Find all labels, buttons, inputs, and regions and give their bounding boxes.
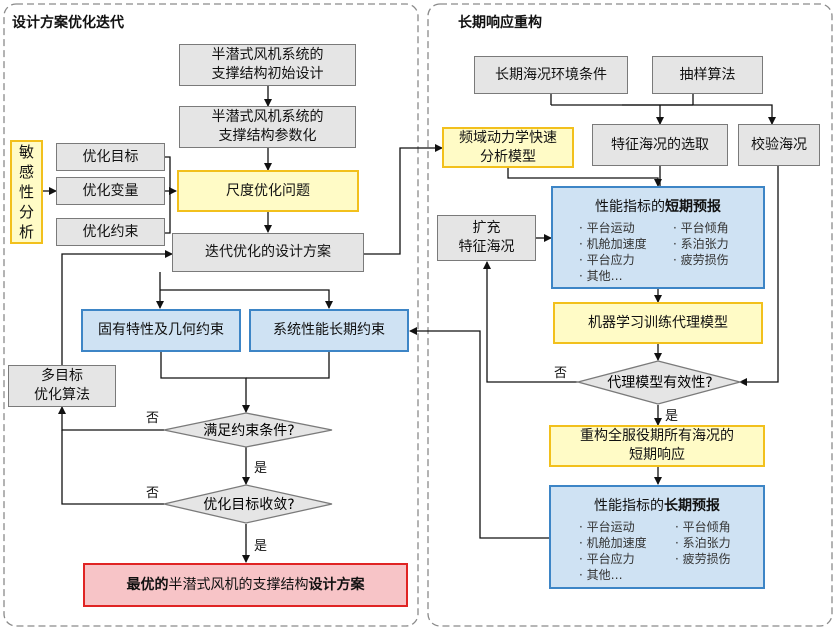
list-item: 其他… <box>579 567 647 583</box>
parametrize-line-1: 半潜式风机系统的 <box>211 109 324 125</box>
no-label-validity: 否 <box>554 366 568 381</box>
list-item: 机舱加速度 <box>579 236 647 252</box>
validation-box: 校验海况 <box>738 124 820 166</box>
multi-objective-box: 多目标 优化算法 <box>8 365 116 407</box>
short-term-forecast-box: 性能指标的短期预报 平台运动 机舱加速度 平台应力 其他… 平台倾角 系泊张力 … <box>551 186 765 289</box>
list-item: 其他… <box>579 268 647 284</box>
list-item: 平台倾角 <box>673 220 729 236</box>
short-term-list-1: 平台运动 机舱加速度 平台应力 其他… <box>579 220 647 284</box>
parametrize-box: 半潜式风机系统的 支撑结构参数化 <box>179 106 356 148</box>
long-term-list-1: 平台运动 机舱加速度 平台应力 其他… <box>579 519 647 583</box>
env-conditions-box: 长期海况环境条件 <box>474 56 628 94</box>
sensitivity-char-3: 性 <box>18 183 34 201</box>
variable-box: 优化变量 <box>56 177 165 205</box>
longterm-constraint-box: 系统性能长期约束 <box>249 309 409 352</box>
sizing-problem-box: 尺度优化问题 <box>177 170 359 212</box>
decision-converge-label: 优化目标收敛? <box>203 497 294 513</box>
left-section-frame <box>3 3 419 627</box>
sensitivity-analysis-box: 敏 感 性 分 析 <box>10 140 43 244</box>
multi-objective-line-2: 优化算法 <box>34 387 90 403</box>
list-item: 疲劳损伤 <box>675 551 731 567</box>
sensitivity-char-4: 分 <box>18 203 34 221</box>
right-section-frame <box>427 3 833 627</box>
list-item: 平台倾角 <box>675 519 731 535</box>
optimal-bold-1: 最优的 <box>126 576 169 593</box>
constraint-box: 优化约束 <box>56 218 165 246</box>
no-label-constraints: 否 <box>146 411 160 426</box>
sampling-box: 抽样算法 <box>652 56 763 94</box>
sensitivity-char-1: 敏 <box>18 143 34 161</box>
yes-label-converge: 是 <box>254 539 268 554</box>
optimal-plain: 半潜式风机的支撑结构 <box>168 576 309 593</box>
initial-design-box: 半潜式风机系统的 支撑结构初始设计 <box>179 44 356 86</box>
yes-label-constraints: 是 <box>254 461 268 476</box>
list-item: 疲劳损伤 <box>673 252 729 268</box>
sensitivity-char-5: 析 <box>18 223 34 241</box>
objective-box: 优化目标 <box>56 143 165 171</box>
list-item: 系泊张力 <box>675 535 731 551</box>
expand-line-2: 特征海况 <box>458 239 515 255</box>
list-item: 平台运动 <box>579 220 647 236</box>
sensitivity-char-2: 感 <box>18 163 34 181</box>
char-selection-box: 特征海况的选取 <box>592 124 728 166</box>
iterated-design-box: 迭代优化的设计方案 <box>172 233 364 272</box>
expand-line-1: 扩充 <box>472 220 501 236</box>
initial-design-line-2: 支撑结构初始设计 <box>211 66 324 82</box>
list-item: 平台应力 <box>579 551 647 567</box>
no-label-converge: 否 <box>146 486 160 501</box>
long-term-title: 性能指标的长期预报 <box>594 498 720 514</box>
optimal-bold-2: 设计方案 <box>308 576 365 593</box>
freq-model-box: 频域动力学快速 分析模型 <box>442 127 574 168</box>
list-item: 机舱加速度 <box>579 535 647 551</box>
reconstruct-line-2: 短期响应 <box>629 447 685 463</box>
list-item: 系泊张力 <box>673 236 729 252</box>
short-term-list-2: 平台倾角 系泊张力 疲劳损伤 <box>673 220 729 268</box>
long-term-list-2: 平台倾角 系泊张力 疲劳损伤 <box>675 519 731 567</box>
optimal-design-box: 最优的半潜式风机的支撑结构设计方案 <box>83 563 408 607</box>
reconstruct-box: 重构全服役期所有海况的 短期响应 <box>549 425 765 467</box>
long-term-forecast-box: 性能指标的长期预报 平台运动 机舱加速度 平台应力 其他… 平台倾角 系泊张力 … <box>549 485 765 589</box>
initial-design-line-1: 半潜式风机系统的 <box>211 47 324 63</box>
freq-model-line-2: 分析模型 <box>480 148 536 165</box>
expand-box: 扩充 特征海况 <box>437 215 536 261</box>
list-item: 平台运动 <box>579 519 647 535</box>
ml-model-box: 机器学习训练代理模型 <box>553 302 763 344</box>
decision-constraints-diamond <box>163 412 333 448</box>
reconstruct-line-1: 重构全服役期所有海况的 <box>580 428 734 444</box>
multi-objective-line-1: 多目标 <box>41 368 83 384</box>
decision-converge-diamond <box>163 484 333 524</box>
parametrize-line-2: 支撑结构参数化 <box>218 128 317 144</box>
freq-model-line-1: 频域动力学快速 <box>459 129 557 146</box>
decision-validity-label: 代理模型有效性? <box>607 375 712 391</box>
decision-constraints-label: 满足约束条件? <box>203 422 294 439</box>
left-section-title: 设计方案优化迭代 <box>12 15 124 31</box>
yes-label-validity: 是 <box>665 409 679 424</box>
short-term-title: 性能指标的短期预报 <box>595 199 721 215</box>
decision-validity-diamond <box>575 360 743 405</box>
right-section-title: 长期响应重构 <box>458 15 542 31</box>
list-item: 平台应力 <box>579 252 647 268</box>
inherent-constraint-box: 固有特性及几何约束 <box>81 309 241 352</box>
